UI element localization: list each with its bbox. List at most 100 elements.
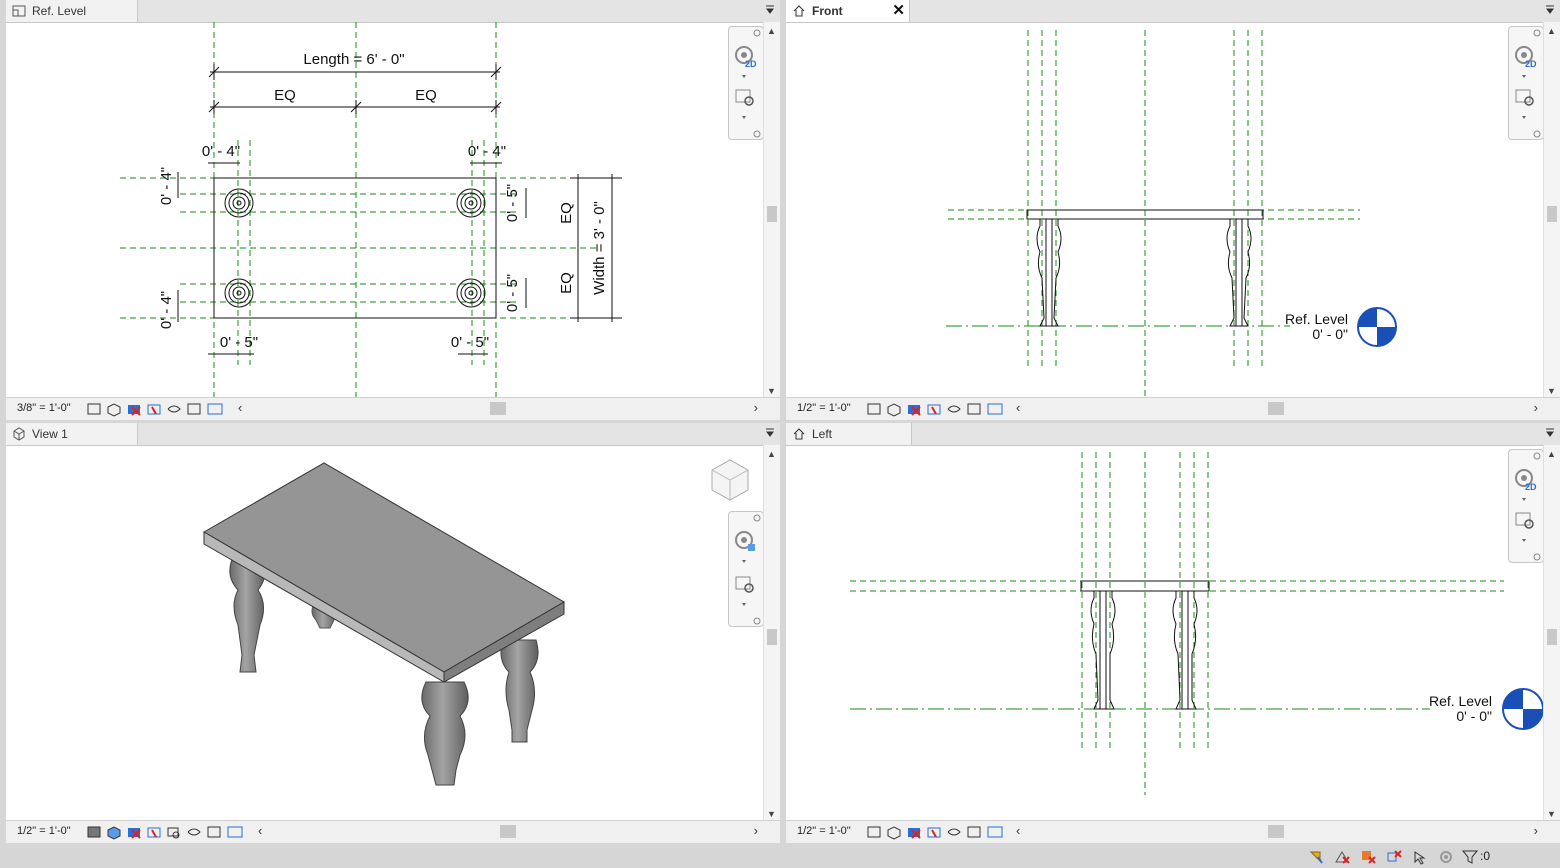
- select-underlay-icon[interactable]: [1360, 849, 1376, 865]
- view-menu-icon[interactable]: [765, 5, 775, 15]
- dim-right-lower-label: 0' - 5": [504, 274, 521, 312]
- vertical-scrollbar[interactable]: ▲ ▼: [763, 445, 780, 821]
- dim-eq-left-label: EQ: [274, 87, 296, 104]
- tab-ref-level[interactable]: Ref. Level: [6, 0, 138, 22]
- zoom-region-icon[interactable]: [1509, 84, 1543, 140]
- view-menu-icon[interactable]: [1545, 5, 1555, 15]
- drag-elements-icon[interactable]: [1438, 849, 1454, 865]
- scroll-right-icon[interactable]: ›: [753, 823, 758, 838]
- svg-text:2D: 2D: [745, 59, 757, 69]
- horizontal-scroll-thumb[interactable]: [500, 825, 516, 838]
- table-top-outline: [213, 177, 497, 319]
- view-control-icons[interactable]: [866, 824, 1016, 840]
- scroll-left-icon[interactable]: ‹: [1016, 823, 1021, 838]
- scroll-thumb[interactable]: [1547, 629, 1557, 645]
- dim-eq-right-label: EQ: [415, 87, 437, 104]
- tab-left[interactable]: Left: [786, 423, 912, 445]
- horizontal-scroll-thumb[interactable]: [1268, 402, 1284, 415]
- view-scale[interactable]: 1/2" = 1'-0": [17, 825, 71, 837]
- editable-only-icon[interactable]: [1308, 849, 1324, 865]
- scroll-up-icon[interactable]: ▲: [1547, 26, 1556, 36]
- table-3d-model: [203, 462, 565, 786]
- view-3d[interactable]: View 1 ▲ ▼ 1/2" = 1: [6, 423, 780, 843]
- view-titlebar: Front ✕: [786, 0, 1560, 23]
- scroll-down-icon[interactable]: ▼: [767, 809, 776, 819]
- left-elevation-canvas[interactable]: Ref. Level 0' - 0": [786, 445, 1544, 821]
- view-titlebar: View 1: [6, 423, 780, 446]
- level-marker: [1502, 688, 1544, 730]
- dim-top-right-label: 0' - 4": [468, 143, 506, 160]
- view-control-bar: 3/8" = 1'-0" ‹ ›: [6, 397, 780, 420]
- view-titlebar: Ref. Level: [6, 0, 780, 23]
- zoom-region-icon[interactable]: [729, 84, 763, 140]
- view-left[interactable]: Left Ref. Level 0' -: [786, 423, 1560, 843]
- select-links-icon[interactable]: [1334, 849, 1350, 865]
- scroll-right-icon[interactable]: ›: [753, 400, 758, 415]
- scroll-left-icon[interactable]: ‹: [1016, 400, 1021, 415]
- tab-view-1[interactable]: View 1: [6, 423, 138, 445]
- horizontal-scroll-thumb[interactable]: [490, 402, 506, 415]
- navigation-bar[interactable]: 2D: [1508, 26, 1544, 140]
- zoom-region-icon[interactable]: [729, 571, 763, 627]
- level-name: Ref. Level: [1285, 311, 1348, 327]
- scroll-up-icon[interactable]: ▲: [767, 449, 776, 459]
- scroll-down-icon[interactable]: ▼: [1547, 809, 1556, 819]
- view-scale[interactable]: 1/2" = 1'-0": [797, 402, 851, 414]
- view-titlebar: Left: [786, 423, 1560, 446]
- select-pinned-icon[interactable]: [1386, 849, 1402, 865]
- dim-top-left-label: 0' - 4": [202, 143, 240, 160]
- view-scale[interactable]: 1/2" = 1'-0": [797, 825, 851, 837]
- front-elevation-canvas[interactable]: Ref. Level 0' - 0": [786, 22, 1544, 400]
- vertical-scrollbar[interactable]: ▲ ▼: [1543, 22, 1560, 398]
- scroll-left-icon[interactable]: ‹: [258, 823, 263, 838]
- elevation-house-icon: [793, 5, 805, 17]
- steering-wheel-2d-icon[interactable]: 2D: [729, 27, 763, 81]
- level-name: Ref. Level: [1429, 693, 1492, 709]
- scroll-up-icon[interactable]: ▲: [1547, 449, 1556, 459]
- view-ref-level[interactable]: Ref. Level: [6, 0, 780, 420]
- view-scale[interactable]: 3/8" = 1'-0": [17, 402, 71, 414]
- reference-planes: [850, 452, 1504, 795]
- steering-wheel-2d-icon[interactable]: 2D: [1509, 27, 1543, 81]
- viewcube[interactable]: [711, 459, 749, 501]
- scroll-right-icon[interactable]: ›: [1533, 823, 1538, 838]
- view-front[interactable]: Front ✕ Ref. Level: [786, 0, 1560, 420]
- navigation-bar[interactable]: 2D: [1508, 449, 1544, 563]
- steering-wheel-2d-icon[interactable]: 2D: [1509, 450, 1543, 504]
- plan-canvas[interactable]: Length = 6' - 0" EQ EQ 0' - 4" 0' - 4" 0…: [6, 22, 764, 400]
- scroll-thumb[interactable]: [767, 629, 777, 645]
- filter-icon[interactable]: [1462, 849, 1478, 865]
- vertical-scrollbar[interactable]: ▲ ▼: [763, 22, 780, 398]
- scroll-down-icon[interactable]: ▼: [767, 386, 776, 396]
- dim-left-upper-label: 0' - 4": [158, 167, 175, 205]
- reference-planes: [120, 22, 600, 400]
- view-menu-icon[interactable]: [765, 428, 775, 438]
- close-icon[interactable]: ✕: [892, 2, 905, 19]
- steering-wheel-3d-icon[interactable]: [729, 512, 763, 568]
- scroll-thumb[interactable]: [1547, 206, 1557, 222]
- scroll-right-icon[interactable]: ›: [1533, 400, 1538, 415]
- view-control-icons[interactable]: [866, 401, 1016, 417]
- tab-label: Front: [812, 4, 843, 18]
- view-menu-icon[interactable]: [1545, 428, 1555, 438]
- select-by-face-icon[interactable]: [1412, 849, 1428, 865]
- view-control-icons[interactable]: [86, 401, 236, 417]
- scroll-down-icon[interactable]: ▼: [1547, 386, 1556, 396]
- scroll-left-icon[interactable]: ‹: [238, 400, 243, 415]
- table-front-elevation: [1026, 209, 1264, 327]
- view-control-bar: 1/2" = 1'-0" ‹ ›: [786, 820, 1560, 843]
- zoom-region-icon[interactable]: [1509, 507, 1543, 563]
- tab-front[interactable]: Front ✕: [786, 0, 910, 22]
- dimension-lines: [177, 64, 622, 355]
- tab-label: Ref. Level: [32, 4, 87, 18]
- scroll-up-icon[interactable]: ▲: [767, 26, 776, 36]
- navigation-bar[interactable]: [728, 511, 764, 627]
- horizontal-scroll-thumb[interactable]: [1268, 825, 1284, 838]
- floor-plan-icon: [12, 5, 26, 17]
- view-control-icons[interactable]: [86, 824, 256, 840]
- vertical-scrollbar[interactable]: ▲ ▼: [1543, 445, 1560, 821]
- elevation-house-icon: [793, 428, 805, 440]
- scroll-thumb[interactable]: [767, 206, 777, 222]
- 3d-canvas[interactable]: [6, 445, 764, 821]
- navigation-bar[interactable]: 2D: [728, 26, 764, 140]
